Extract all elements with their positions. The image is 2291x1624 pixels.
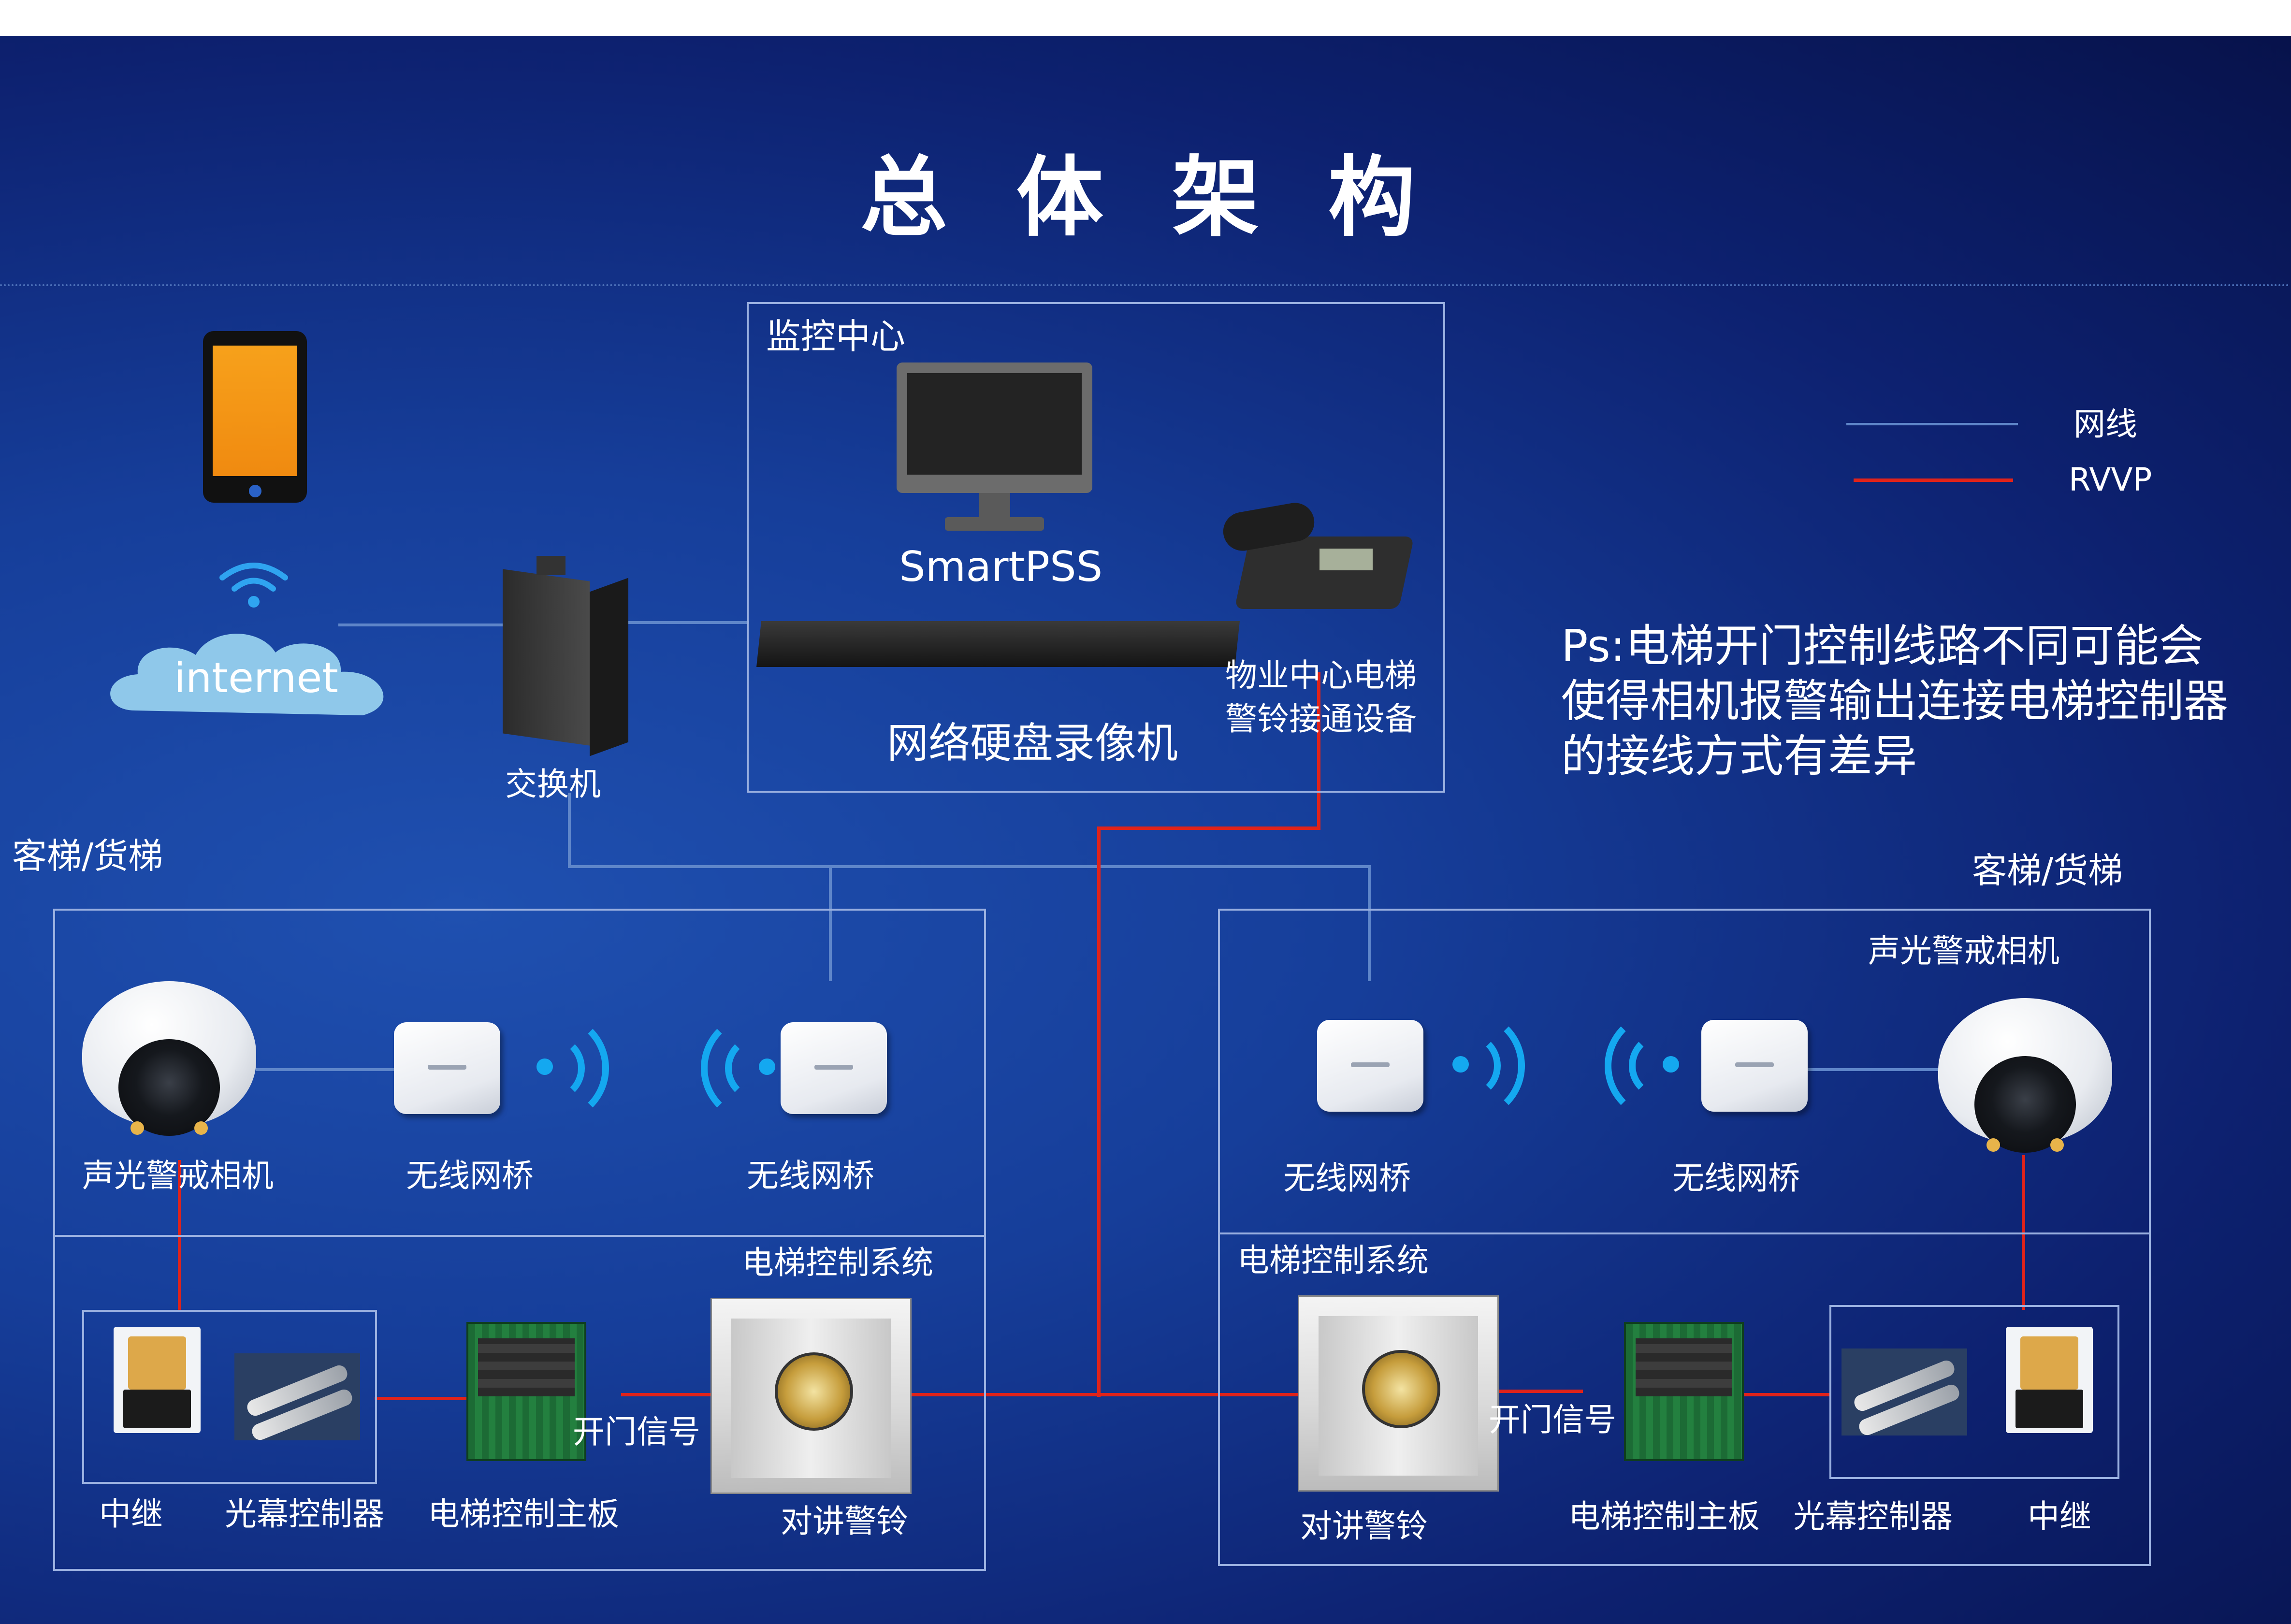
wire-red-trunk-down: [1097, 826, 1101, 1397]
relay-icon: [114, 1327, 201, 1433]
dome-camera-icon: [1938, 998, 2112, 1162]
legend-label-network: 网线: [2074, 406, 2137, 443]
wireless-signal-icon: [667, 996, 783, 1141]
light-curtain-icon: [234, 1353, 360, 1440]
wire-left-camera-bridge: [256, 1068, 396, 1071]
wireless-bridge-icon: [781, 1022, 887, 1114]
right-curtain-label: 光幕控制器: [1793, 1498, 1953, 1535]
phone-label-line1: 物业中心电梯: [1225, 657, 1417, 694]
nvr-icon: [756, 621, 1240, 677]
legend-line-network: [1846, 423, 2018, 425]
right-control-system-title: 电梯控制系统: [1237, 1242, 1429, 1279]
wireless-bridge-icon: [1701, 1020, 1808, 1112]
wire-bus: [568, 865, 1370, 868]
wire-red-right-signal: [1494, 1390, 1583, 1393]
relay-icon: [2006, 1327, 2093, 1433]
left-mainboard-label: 电梯控制主板: [428, 1495, 619, 1533]
wireless-signal-icon: [1443, 993, 1559, 1138]
right-camera-label: 声光警戒相机: [1868, 932, 2059, 970]
left-control-system-title: 电梯控制系统: [742, 1244, 933, 1281]
switch-label: 交换机: [505, 766, 601, 803]
page-title: 总 体 架 构: [860, 147, 1435, 248]
circuit-board-icon: [466, 1322, 586, 1461]
title-divider: [0, 284, 2291, 286]
wire-internet-switch: [338, 624, 503, 626]
note-line2: 使得相机报警输出连接电梯控制器: [1561, 675, 2229, 727]
legend-line-rvvp: [1854, 478, 2013, 482]
left-group-divider: [53, 1235, 986, 1237]
smartphone-icon: [203, 331, 307, 503]
circuit-board-icon: [1624, 1322, 1744, 1461]
left-curtain-label: 光幕控制器: [225, 1495, 384, 1533]
right-mainboard-label: 电梯控制主板: [1568, 1498, 1760, 1535]
phone-label-line2: 警铃接通设备: [1225, 700, 1417, 738]
wireless-signal-icon: [1571, 993, 1687, 1138]
network-switch-icon: [503, 556, 628, 756]
left-intercom-label: 对讲警铃: [781, 1503, 908, 1540]
monitor-icon: [897, 362, 1092, 532]
wire-red-left-board-relaybox: [375, 1397, 466, 1400]
legend-label-rvvp: RVVP: [2069, 461, 2152, 498]
wire-red-phone-left: [1097, 826, 1320, 830]
wire-red-intercom-link: [870, 1393, 1353, 1396]
wireless-signal-icon: [527, 996, 643, 1141]
left-relay-label: 中继: [99, 1495, 163, 1533]
smartpss-label: SmartPSS: [899, 543, 1103, 591]
elevator-icon: [1298, 1295, 1499, 1492]
elevator-icon: [710, 1298, 912, 1494]
left-bridge2-label: 无线网桥: [747, 1157, 874, 1194]
right-intercom-label: 对讲警铃: [1300, 1508, 1428, 1545]
right-group-box: [1218, 909, 2151, 1566]
dome-camera-icon: [82, 981, 256, 1146]
wire-bus-left-bridge: [829, 865, 832, 981]
wireless-bridge-icon: [1317, 1020, 1423, 1112]
left-camera-label: 声光警戒相机: [82, 1157, 274, 1194]
cloud-label: internet: [174, 654, 339, 702]
monitor-center-title: 监控中心: [766, 316, 906, 357]
desk-phone-icon: [1220, 500, 1414, 619]
right-bridge1-label: 无线网桥: [1283, 1160, 1411, 1197]
left-relay-box: [82, 1310, 377, 1484]
wire-switch-nvr: [628, 621, 749, 624]
left-group-title: 客梯/货梯: [12, 836, 163, 876]
right-relay-box: [1829, 1305, 2119, 1479]
left-bridge1-label: 无线网桥: [406, 1157, 534, 1194]
right-relay-label: 中继: [2028, 1498, 2091, 1535]
light-curtain-icon: [1842, 1348, 1967, 1436]
monitor-center-box: [747, 302, 1445, 793]
wire-switch-down: [568, 793, 571, 868]
wire-bus-right-bridge: [1368, 865, 1371, 981]
nvr-label: 网络硬盘录像机: [887, 719, 1178, 768]
note-line3: 的接线方式有差异: [1561, 730, 1917, 782]
left-group-box: [53, 909, 986, 1571]
wifi-icon: [219, 563, 288, 608]
right-bridge2-label: 无线网桥: [1672, 1160, 1800, 1197]
note-line1: Ps:电梯开门控制线路不同可能会: [1561, 620, 2204, 672]
left-signal-label: 开门信号: [573, 1413, 700, 1450]
wire-right-bridge-camera: [1808, 1068, 1958, 1071]
right-group-title: 客梯/货梯: [1972, 850, 2123, 891]
wireless-bridge-icon: [394, 1022, 500, 1114]
right-group-divider: [1218, 1232, 2151, 1234]
legend: 网线 RVVP: [1846, 401, 2185, 512]
wire-red-left-signal: [621, 1393, 710, 1396]
right-signal-label: 开门信号: [1489, 1401, 1616, 1438]
cloud-icon: [110, 634, 384, 715]
wire-red-phone-down: [1317, 672, 1320, 829]
wire-red-right-board-relaybox: [1738, 1393, 1829, 1396]
